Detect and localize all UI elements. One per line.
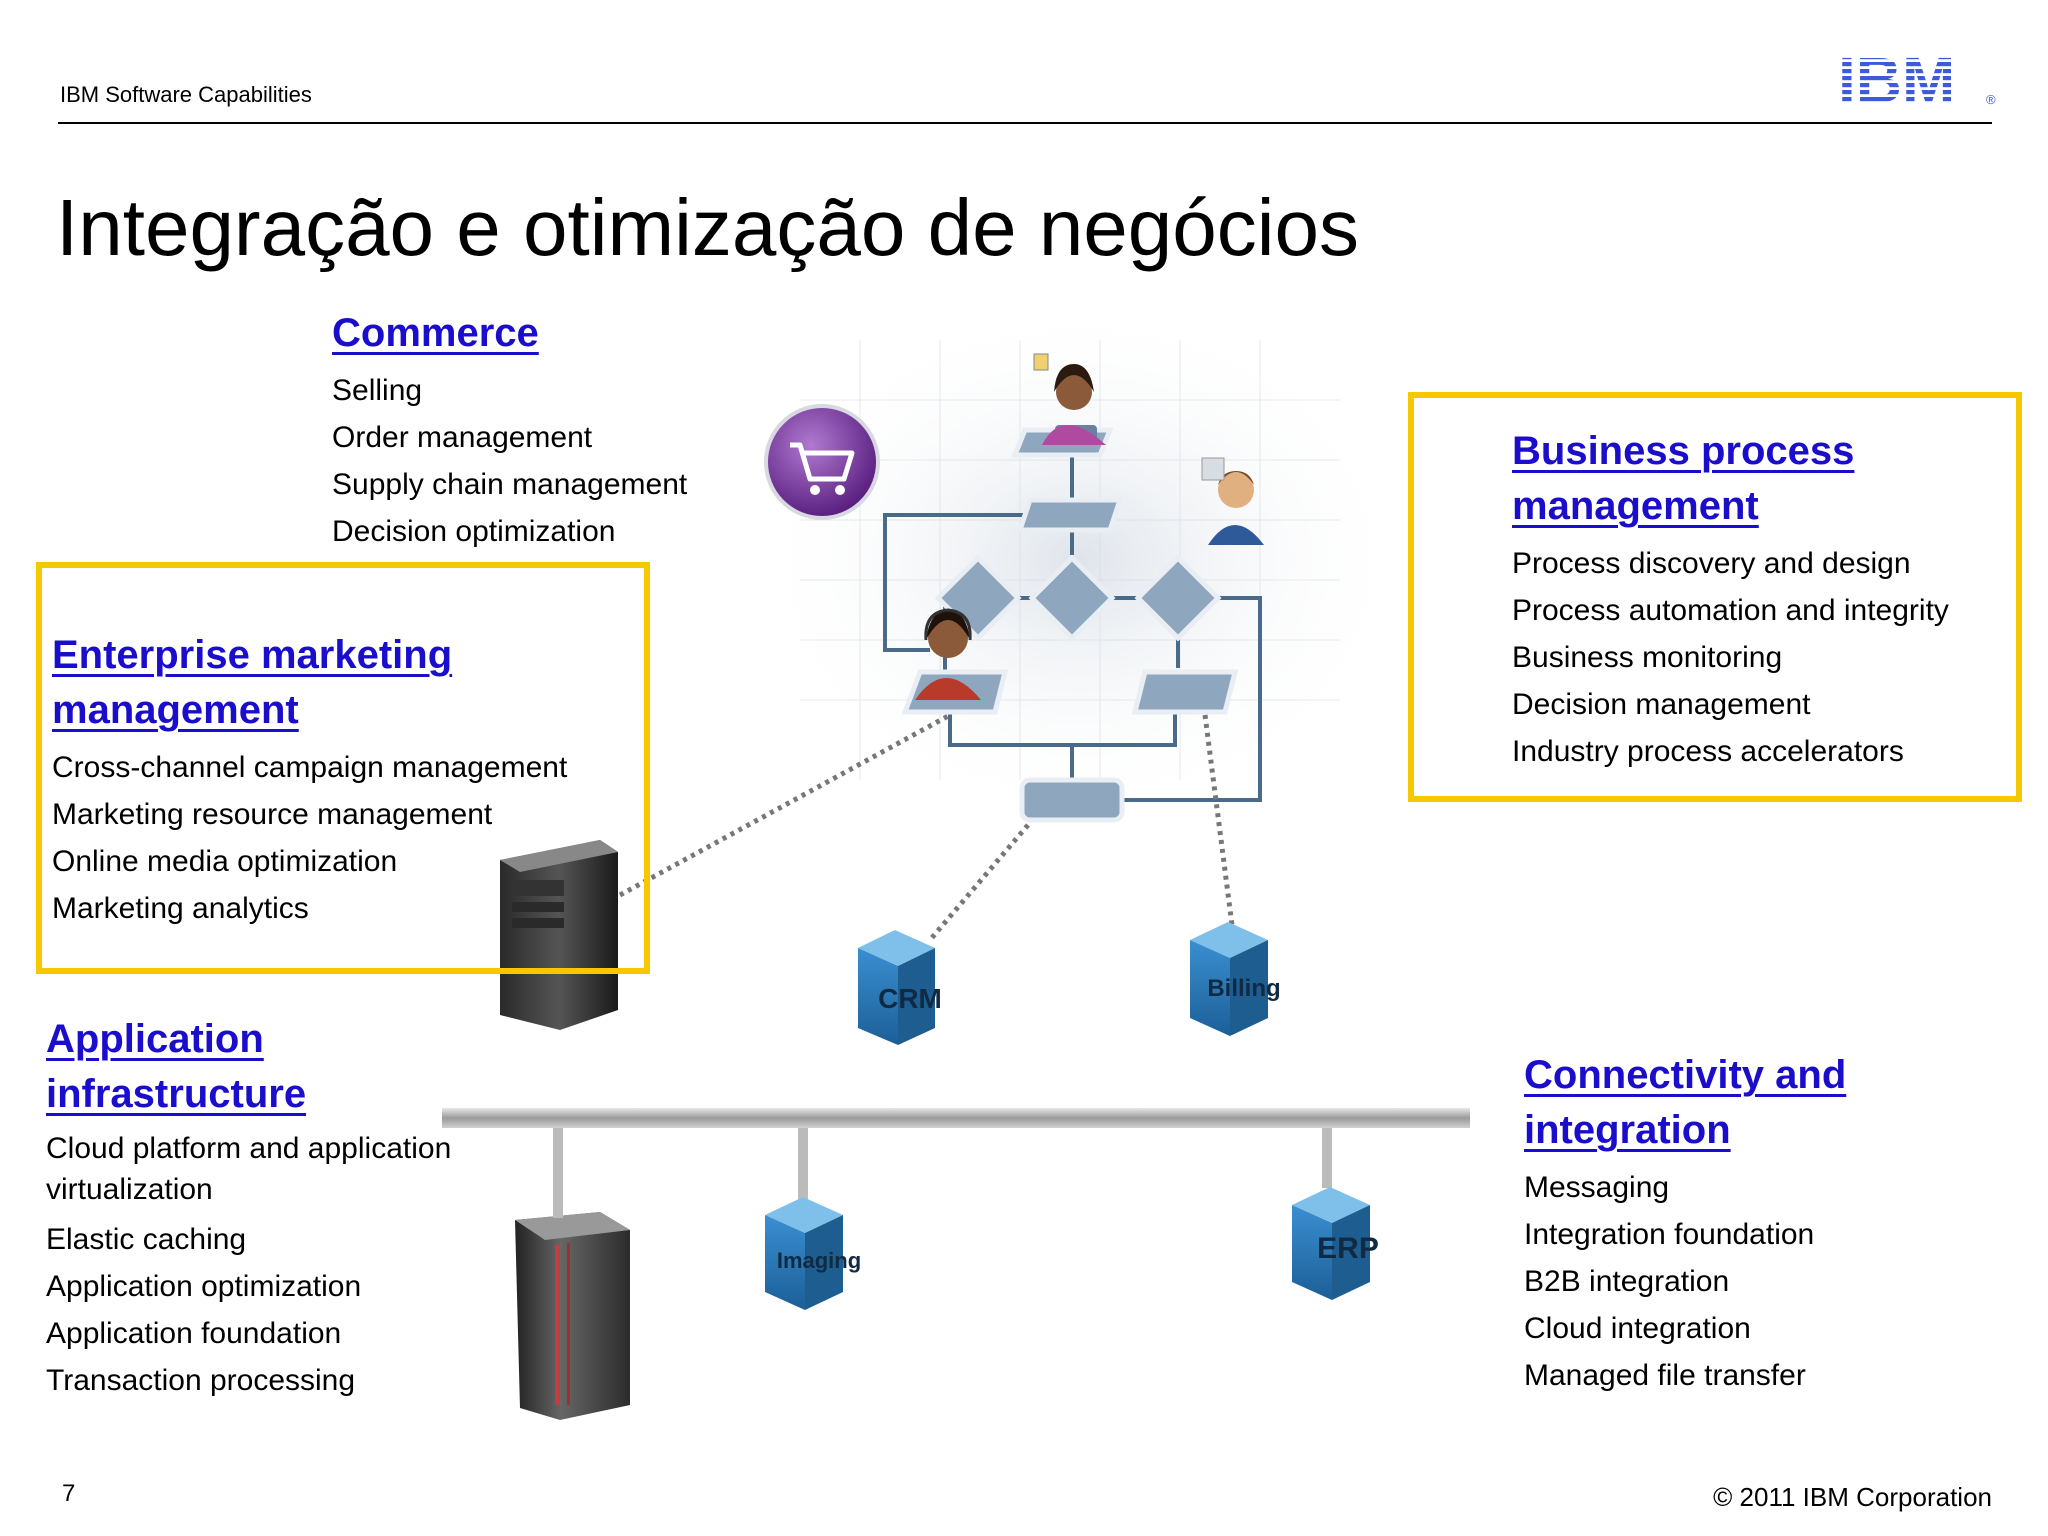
commerce-item: Decision optimization: [332, 515, 616, 548]
header-label: IBM Software Capabilities: [60, 82, 312, 107]
connectivity-heading-link[interactable]: Connectivity and integration: [1524, 1053, 1847, 1152]
copyright-notice: © 2011 IBM Corporation: [1713, 1482, 1992, 1512]
appinfra-item: Transaction processing: [46, 1364, 356, 1397]
appinfra-item: Application foundation: [46, 1317, 342, 1350]
connectivity-item: Managed file transfer: [1524, 1359, 1806, 1392]
bpm-item: Process automation and integrity: [1512, 594, 1949, 627]
ibm-logo: IBM ®: [1838, 44, 1998, 116]
appinfra-section: Application infrastructure Cloud platfor…: [46, 1012, 486, 1404]
erp-label: ERP: [1317, 1232, 1379, 1265]
logo-text: IBM: [1838, 48, 1955, 110]
emm-highlight-box: [36, 562, 650, 974]
appinfra-item: Application optimization: [46, 1270, 362, 1303]
link-flow-to-crm: [928, 823, 1030, 942]
connectivity-item: Integration foundation: [1524, 1218, 1815, 1251]
flow-decision-center: [1028, 554, 1116, 642]
connectivity-item: B2B integration: [1524, 1265, 1730, 1298]
commerce-item: Selling: [332, 374, 423, 407]
flow-step-right: [1131, 669, 1239, 715]
flow-decision-right: [1134, 554, 1222, 642]
person-icon-agent: [915, 608, 981, 700]
imaging-label: Imaging: [777, 1248, 861, 1273]
bpm-heading-link[interactable]: Business process management: [1512, 429, 1855, 528]
mainframe-server-icon: [515, 1212, 630, 1420]
emm-item: Cross-channel campaign management: [52, 751, 568, 784]
emm-heading-link[interactable]: Enterprise marketing management: [52, 633, 453, 732]
emm-item: Online media optimization: [52, 845, 398, 878]
connectivity-item: Messaging: [1524, 1171, 1670, 1204]
bpm-item: Industry process accelerators: [1512, 735, 1904, 768]
appinfra-heading-link[interactable]: Application infrastructure: [46, 1017, 307, 1116]
billing-database-cube: Billing: [1190, 922, 1281, 1036]
erp-database-cube: ERP: [1292, 1187, 1379, 1300]
tower-server-icon: [500, 840, 618, 1030]
bpm-section: Business process management Process disc…: [1512, 424, 1972, 775]
person-icon-top: [1033, 353, 1106, 445]
dotted-connections: [618, 712, 1235, 942]
shopping-cart-icon: [764, 404, 880, 520]
connectivity-section: Connectivity and integration Messaging I…: [1524, 1048, 1904, 1399]
crm-label: CRM: [878, 983, 942, 1014]
connectivity-item: Cloud integration: [1524, 1312, 1751, 1345]
bpm-highlight-box: [1408, 392, 2022, 802]
flow-step-upper: [1016, 497, 1124, 533]
bpm-item: Business monitoring: [1512, 641, 1783, 674]
appinfra-item: Cloud platform and application virtualiz…: [46, 1132, 452, 1206]
bpm-item: Process discovery and design: [1512, 547, 1911, 580]
page-title: Integração e otimização de negócios: [56, 183, 1360, 272]
emm-item: Marketing analytics: [52, 892, 309, 925]
emm-item: Marketing resource management: [52, 798, 493, 831]
imaging-database-cube: Imaging: [765, 1197, 861, 1310]
flow-end: [1019, 777, 1125, 823]
network-bus: [442, 1108, 1470, 1218]
logo-registered-mark: ®: [1986, 92, 1996, 107]
appinfra-item: Elastic caching: [46, 1223, 247, 1256]
crm-database-cube: CRM: [858, 930, 942, 1045]
person-icon-right: [1201, 457, 1264, 545]
commerce-item: Order management: [332, 421, 593, 454]
commerce-heading-link[interactable]: Commerce: [332, 311, 539, 355]
commerce-section: Commerce Selling Order management Supply…: [332, 306, 687, 555]
commerce-item: Supply chain management: [332, 468, 688, 501]
bpm-item: Decision management: [1512, 688, 1811, 721]
header-divider: [58, 122, 1992, 124]
page-number: 7: [62, 1480, 76, 1507]
emm-section: Enterprise marketing management Cross-ch…: [52, 628, 568, 932]
billing-label: Billing: [1207, 975, 1280, 1002]
